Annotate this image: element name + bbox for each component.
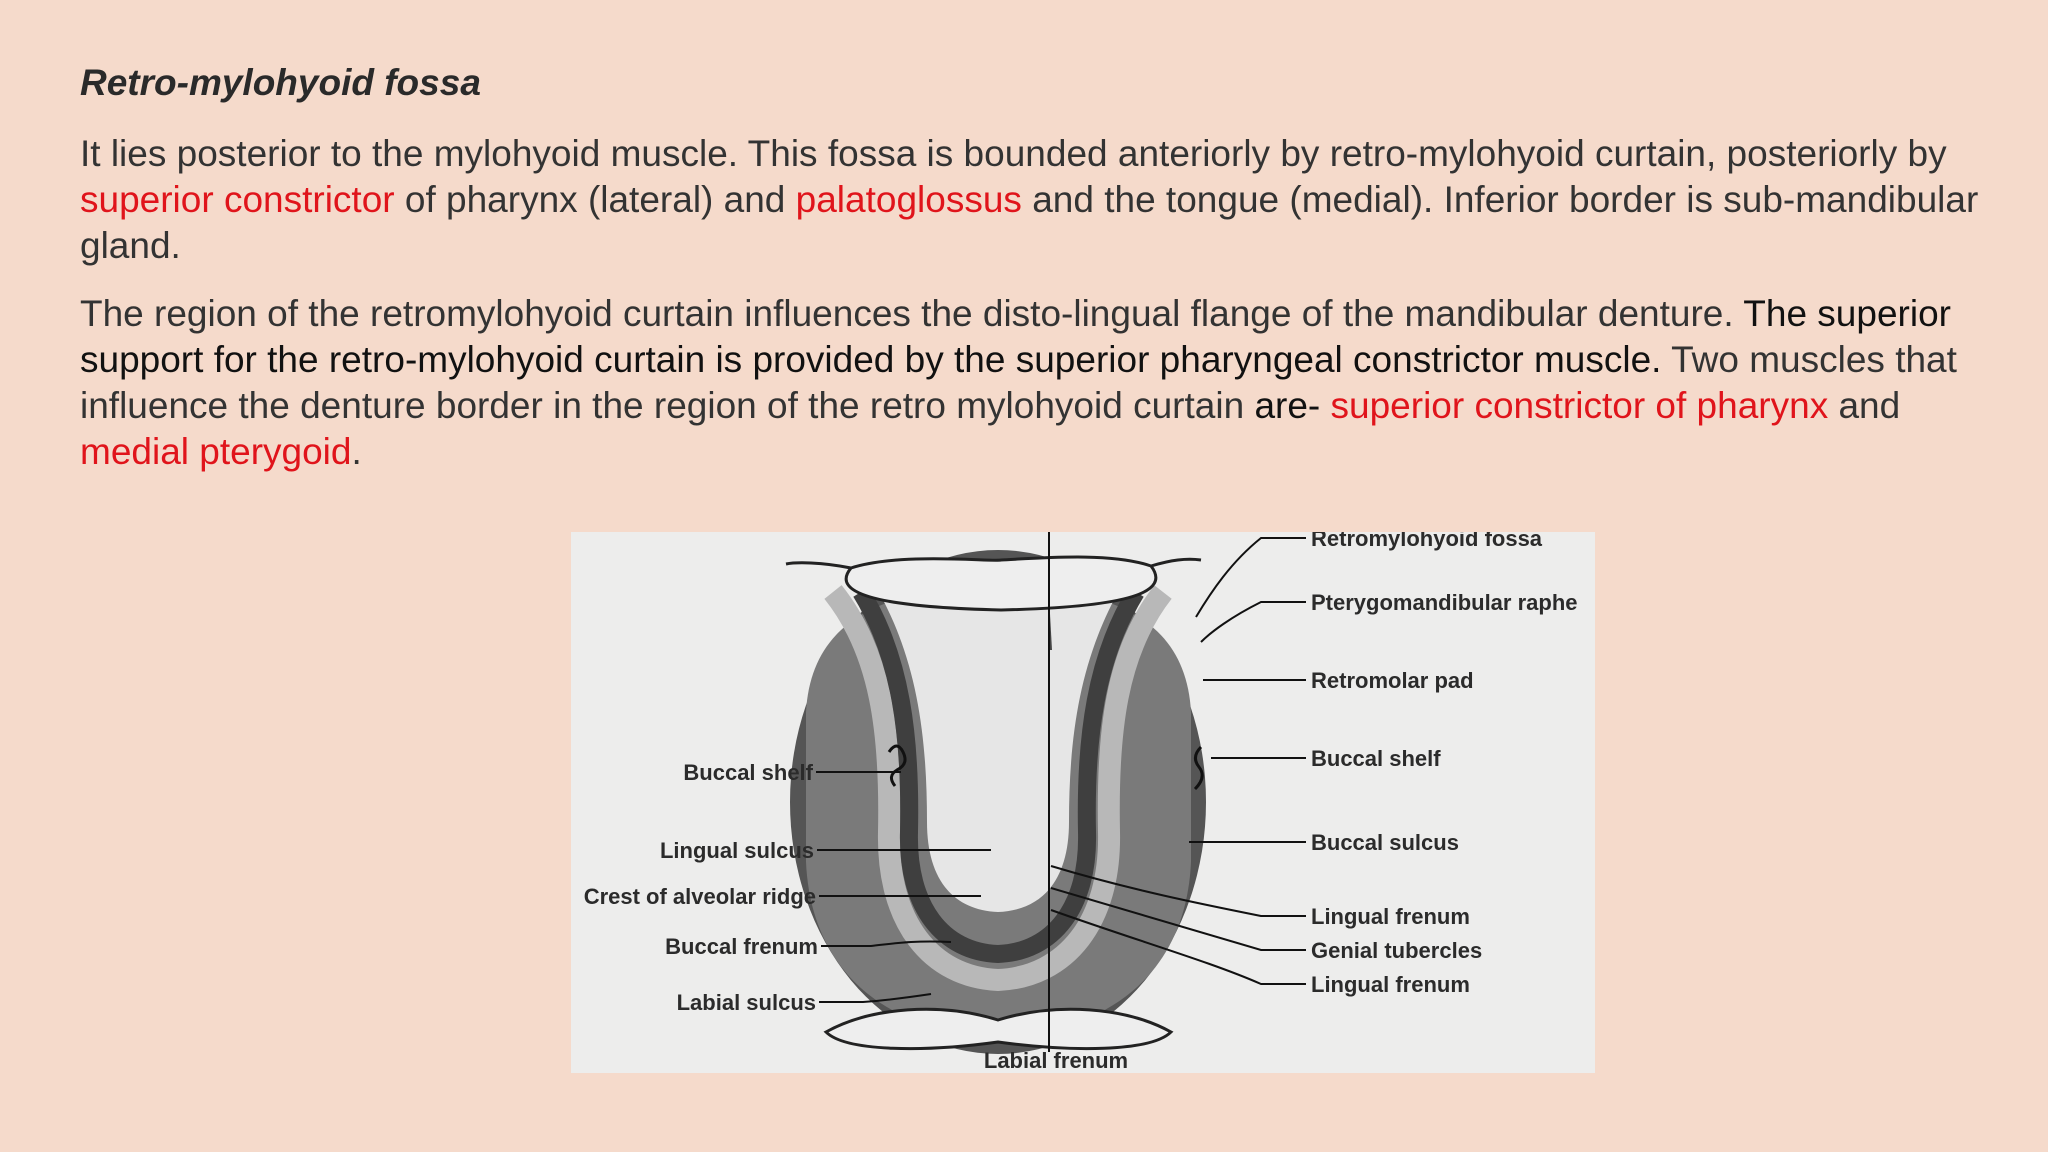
label-genial-tubercles: Genial tubercles [1311, 938, 1482, 963]
label-lingual-sulcus: Lingual sulcus [660, 838, 814, 863]
label-retromylohyoid-fossa: Retromylohyoid fossa [1311, 532, 1543, 551]
label-labial-sulcus: Labial sulcus [677, 990, 816, 1015]
label-pterygomandibular-raphe: Pterygomandibular raphe [1311, 590, 1578, 615]
text-span: and the tongue (medial). Inferior border… [80, 179, 1979, 266]
diagram-svg: Retromylohyoid fossa Pterygomandibular r… [571, 532, 1595, 1073]
right-leaders [1050, 537, 1306, 985]
emphasis-superior-support: The superior support for the retro-myloh… [80, 293, 1951, 380]
lingual-sulcus-band [853, 587, 1144, 964]
lower-lip-outline [823, 1007, 1174, 1051]
left-shelf-mark [887, 744, 907, 787]
label-retromolar-pad: Retromolar pad [1311, 668, 1474, 693]
text-span: Two muscles that influence the denture b… [80, 339, 1957, 426]
upper-outline [844, 555, 1158, 612]
label-buccal-sulcus: Buccal sulcus [1311, 830, 1459, 855]
label-buccal-frenum: Buccal frenum [665, 934, 818, 959]
label-lingual-frenum-1: Lingual frenum [1311, 904, 1470, 929]
outline-left-tail [785, 561, 852, 570]
left-leaders [816, 771, 991, 1003]
text-span: The region of the retromylohyoid curtain… [80, 293, 1744, 334]
highlight-superior-constrictor-pharynx: superior constrictor of pharynx [1330, 385, 1829, 426]
highlight-medial-pterygoid: medial pterygoid [80, 431, 352, 472]
text-span [1320, 385, 1330, 426]
alveolar-crest [824, 585, 1172, 992]
text-span: . [351, 431, 362, 472]
paragraph-fossa-boundaries: It lies posterior to the mylohyoid muscl… [80, 131, 1980, 269]
label-lingual-frenum-2: Lingual frenum [1311, 972, 1470, 997]
paragraph-curtain-influence: The region of the retromylohyoid curtain… [80, 291, 1980, 475]
label-labial-frenum: Labial frenum [984, 1048, 1128, 1073]
label-buccal-shelf-left: Buccal shelf [683, 760, 813, 785]
text-span: and [1828, 385, 1901, 426]
right-shelf-mark [1193, 745, 1204, 791]
highlight-palatoglossus: palatoglossus [795, 179, 1022, 220]
label-buccal-shelf-right: Buccal shelf [1311, 746, 1441, 771]
tongue-space [876, 587, 1121, 912]
text-span: of pharynx (lateral) and [394, 179, 796, 220]
text-span: It lies posterior to the mylohyoid muscl… [80, 133, 1947, 174]
emphasis-are: are- [1254, 385, 1321, 426]
highlight-superior-constrictor: superior constrictor [80, 179, 395, 220]
mandibular-arch-diagram: Retromylohyoid fossa Pterygomandibular r… [571, 532, 1595, 1073]
label-crest-of-alveolar-ridge: Crest of alveolar ridge [584, 884, 816, 909]
slide-heading: Retro-mylohyoid fossa [80, 62, 481, 103]
outline-right-tail [1150, 557, 1202, 568]
